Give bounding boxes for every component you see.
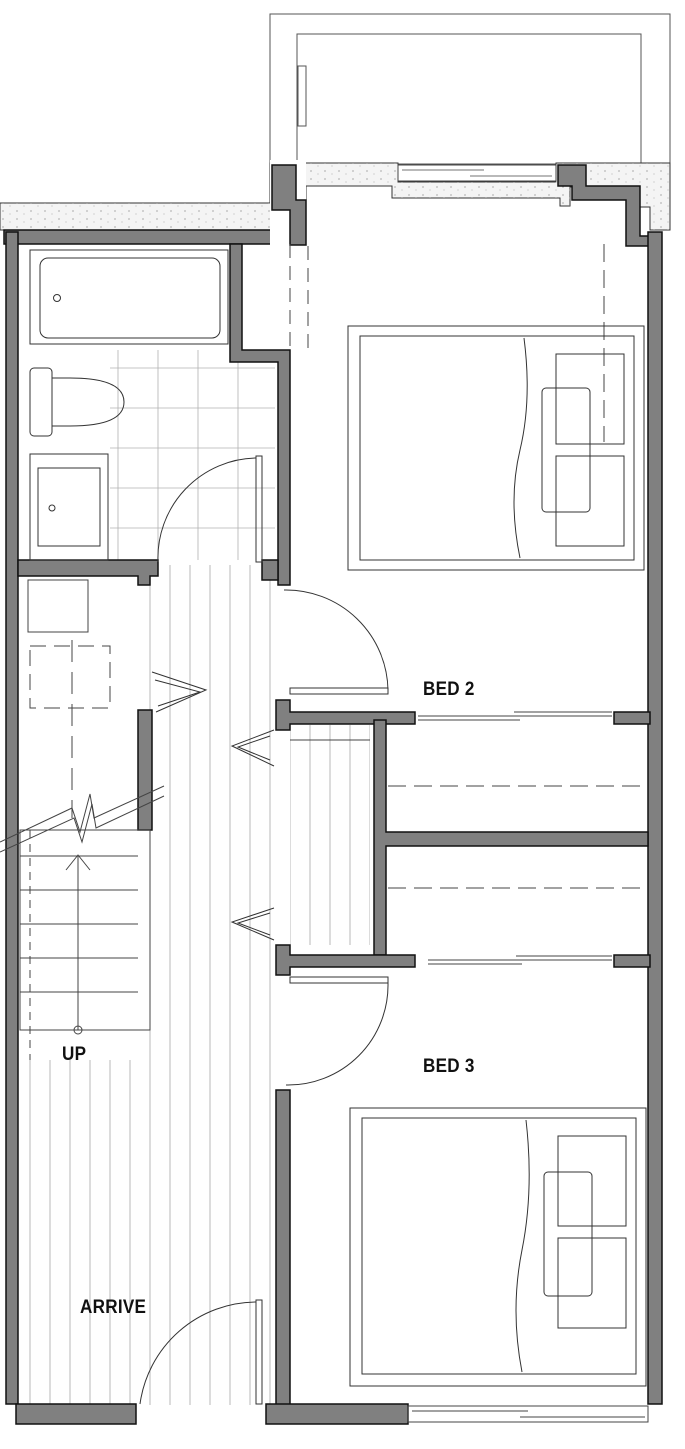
laundry-area bbox=[27, 579, 111, 709]
bathtub bbox=[29, 249, 229, 345]
bed-3-bed bbox=[349, 1107, 647, 1387]
balcony bbox=[269, 13, 671, 165]
stair bbox=[0, 739, 370, 1060]
bed-3-label: BED 3 bbox=[423, 1056, 475, 1077]
arrive-label: ARRIVE bbox=[80, 1297, 147, 1318]
bifold-doors bbox=[151, 671, 275, 941]
toilet bbox=[29, 367, 125, 437]
bottom-window bbox=[407, 1405, 649, 1423]
doors bbox=[139, 455, 389, 1405]
walls bbox=[3, 160, 663, 1425]
sliding-doors bbox=[418, 711, 612, 965]
sink-vanity bbox=[29, 453, 109, 561]
closet-shelves bbox=[71, 244, 646, 889]
hall-flooring bbox=[20, 565, 370, 1405]
bed-2-label: BED 2 bbox=[423, 679, 475, 700]
bed-2-bed bbox=[347, 325, 645, 571]
stair-up-label: UP bbox=[62, 1044, 87, 1065]
bath-tile bbox=[110, 350, 275, 560]
